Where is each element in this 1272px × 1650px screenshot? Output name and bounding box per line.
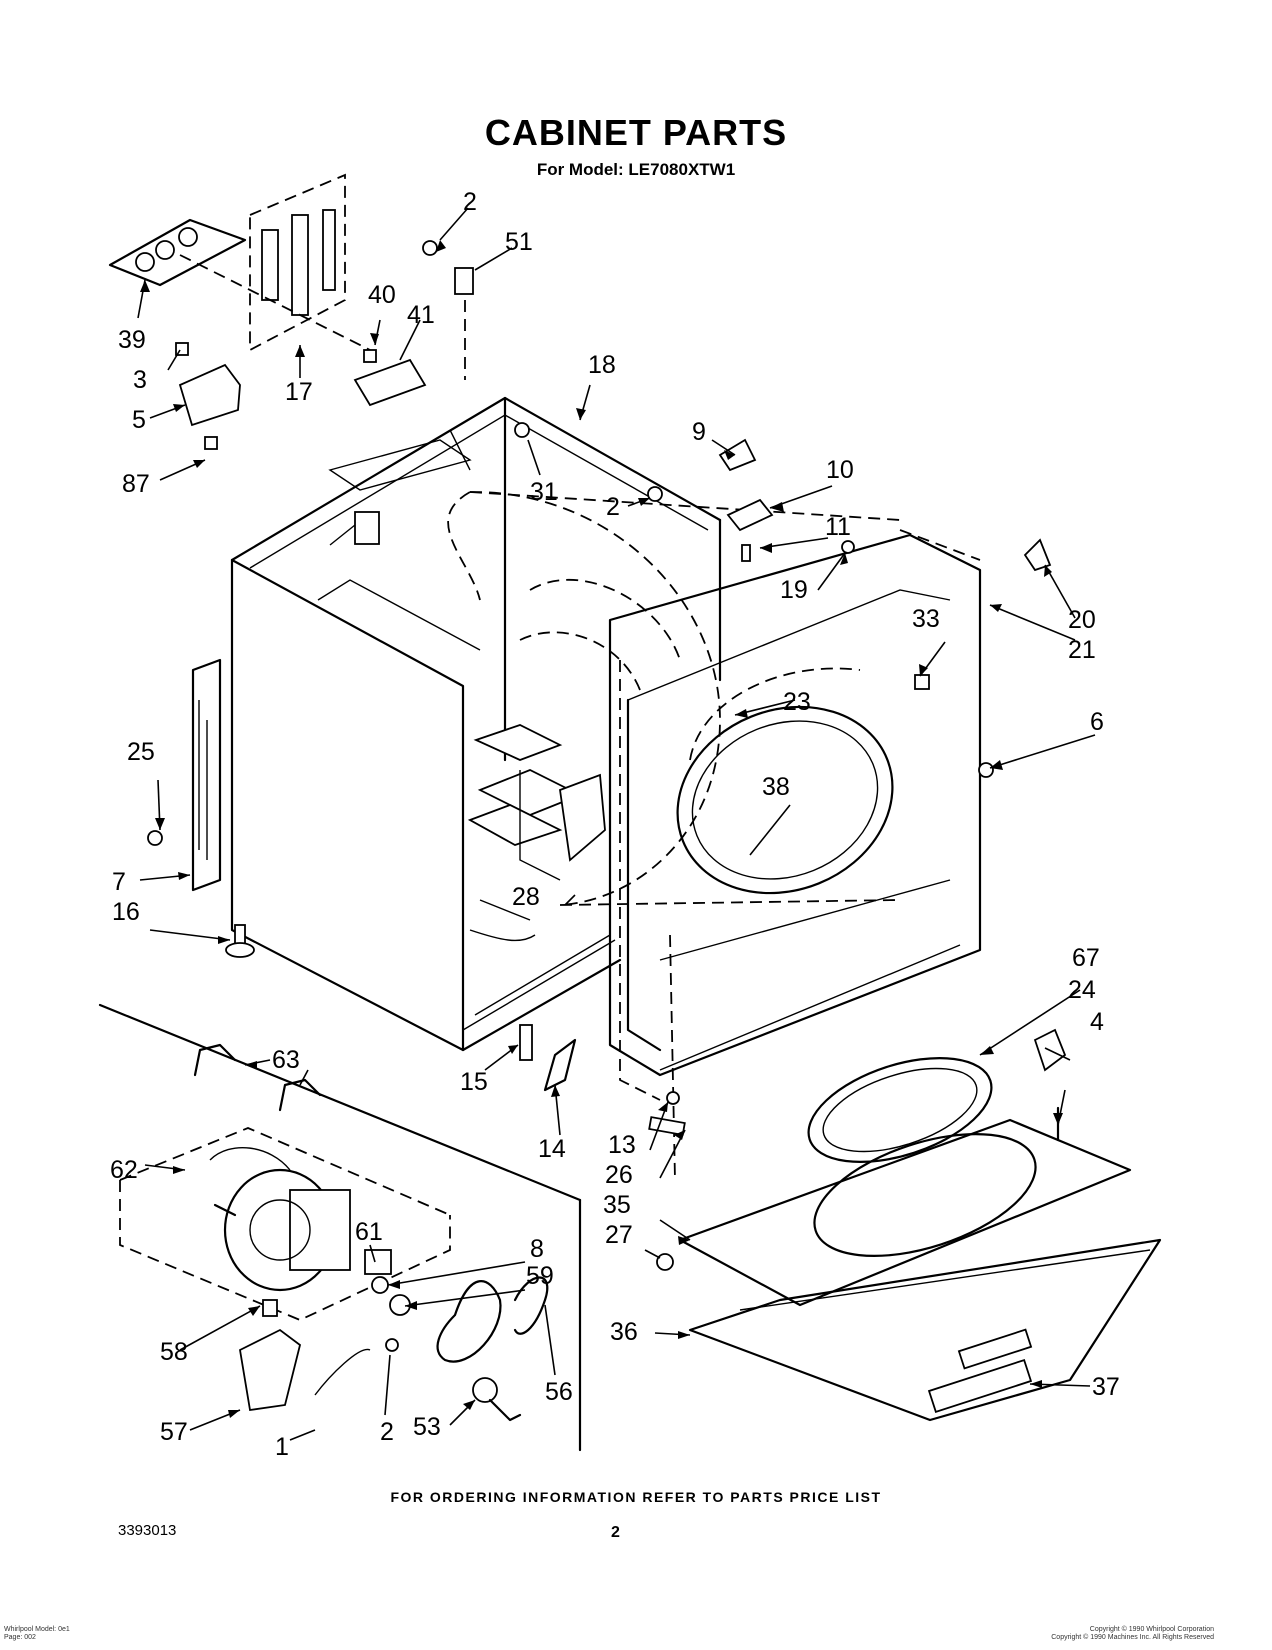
label-2-mid: 2 [606,493,620,521]
ordering-note: FOR ORDERING INFORMATION REFER TO PARTS … [390,1489,882,1505]
label-9: 9 [692,418,706,446]
label-18: 18 [588,351,616,379]
label-3: 3 [133,366,147,394]
document-number: 3393013 [118,1522,177,1539]
label-20: 20 [1068,606,1096,634]
label-35: 35 [603,1191,631,1219]
label-38: 38 [762,773,790,801]
label-8: 8 [530,1235,544,1263]
front-panel [608,529,982,1101]
label-53: 53 [413,1413,441,1441]
label-25: 25 [127,738,155,766]
label-6: 6 [1090,708,1104,736]
model-subtitle: For Model: LE7080XTW1 [536,160,736,179]
label-19: 19 [780,576,808,604]
label-5: 5 [132,406,146,434]
label-26: 26 [605,1161,633,1189]
label-2-top: 2 [463,188,477,216]
label-62: 62 [110,1156,138,1184]
label-16: 16 [112,898,140,926]
label-61: 61 [355,1218,383,1246]
label-39: 39 [118,326,146,354]
arrowheads [140,240,1063,1418]
internal-duct-parts [467,724,606,942]
label-58: 58 [160,1338,188,1366]
cabinet-body [191,396,722,1052]
drum-outline [447,491,901,906]
label-15: 15 [460,1068,488,1096]
page-title: CABINET PARTS [484,112,788,153]
part-labels: 2 51 39 40 41 3 17 18 5 87 9 31 10 2 11 … [110,188,1120,1461]
label-51: 51 [505,228,533,256]
label-21: 21 [1068,636,1096,664]
label-37: 37 [1092,1373,1120,1401]
label-87: 87 [122,470,150,498]
label-63: 63 [272,1046,300,1074]
label-2-bottom: 2 [380,1418,394,1446]
label-56: 56 [545,1378,573,1406]
label-41: 41 [407,301,435,329]
motor-assembly [98,1003,582,1452]
fine-print-right-line2: Copyright © 1990 Machines Inc. All Right… [1051,1634,1214,1641]
fine-print-right: Copyright © 1990 Whirlpool Corporation C… [1051,1626,1214,1642]
label-31: 31 [530,478,558,506]
label-7: 7 [112,868,126,896]
label-10: 10 [826,456,854,484]
page-number: 2 [611,1524,620,1541]
label-1: 1 [275,1433,289,1461]
door-assembly [678,1057,1162,1422]
label-36: 36 [610,1318,638,1346]
label-13: 13 [608,1131,636,1159]
label-4: 4 [1090,1008,1104,1036]
fine-print-left-line2: Page: 002 [4,1634,36,1641]
label-59: 59 [526,1262,554,1290]
label-57: 57 [160,1418,188,1446]
fine-print-right-line1: Copyright © 1990 Whirlpool Corporation [1089,1626,1214,1633]
fine-print-left-line1: Whirlpool Model: 0e1 [4,1626,70,1633]
label-17: 17 [285,378,313,406]
label-33: 33 [912,605,940,633]
fine-print-left: Whirlpool Model: 0e1 Page: 002 [4,1626,70,1642]
terminal-parts [108,173,427,450]
label-40: 40 [368,281,396,309]
label-27: 27 [605,1221,633,1249]
label-14: 14 [538,1135,566,1163]
label-23: 23 [783,688,811,716]
label-24: 24 [1068,976,1096,1004]
label-67: 67 [1072,944,1100,972]
small-hardware [147,240,1067,1271]
label-11: 11 [825,513,851,541]
leader-lines [137,207,1096,1441]
label-28: 28 [512,883,540,911]
